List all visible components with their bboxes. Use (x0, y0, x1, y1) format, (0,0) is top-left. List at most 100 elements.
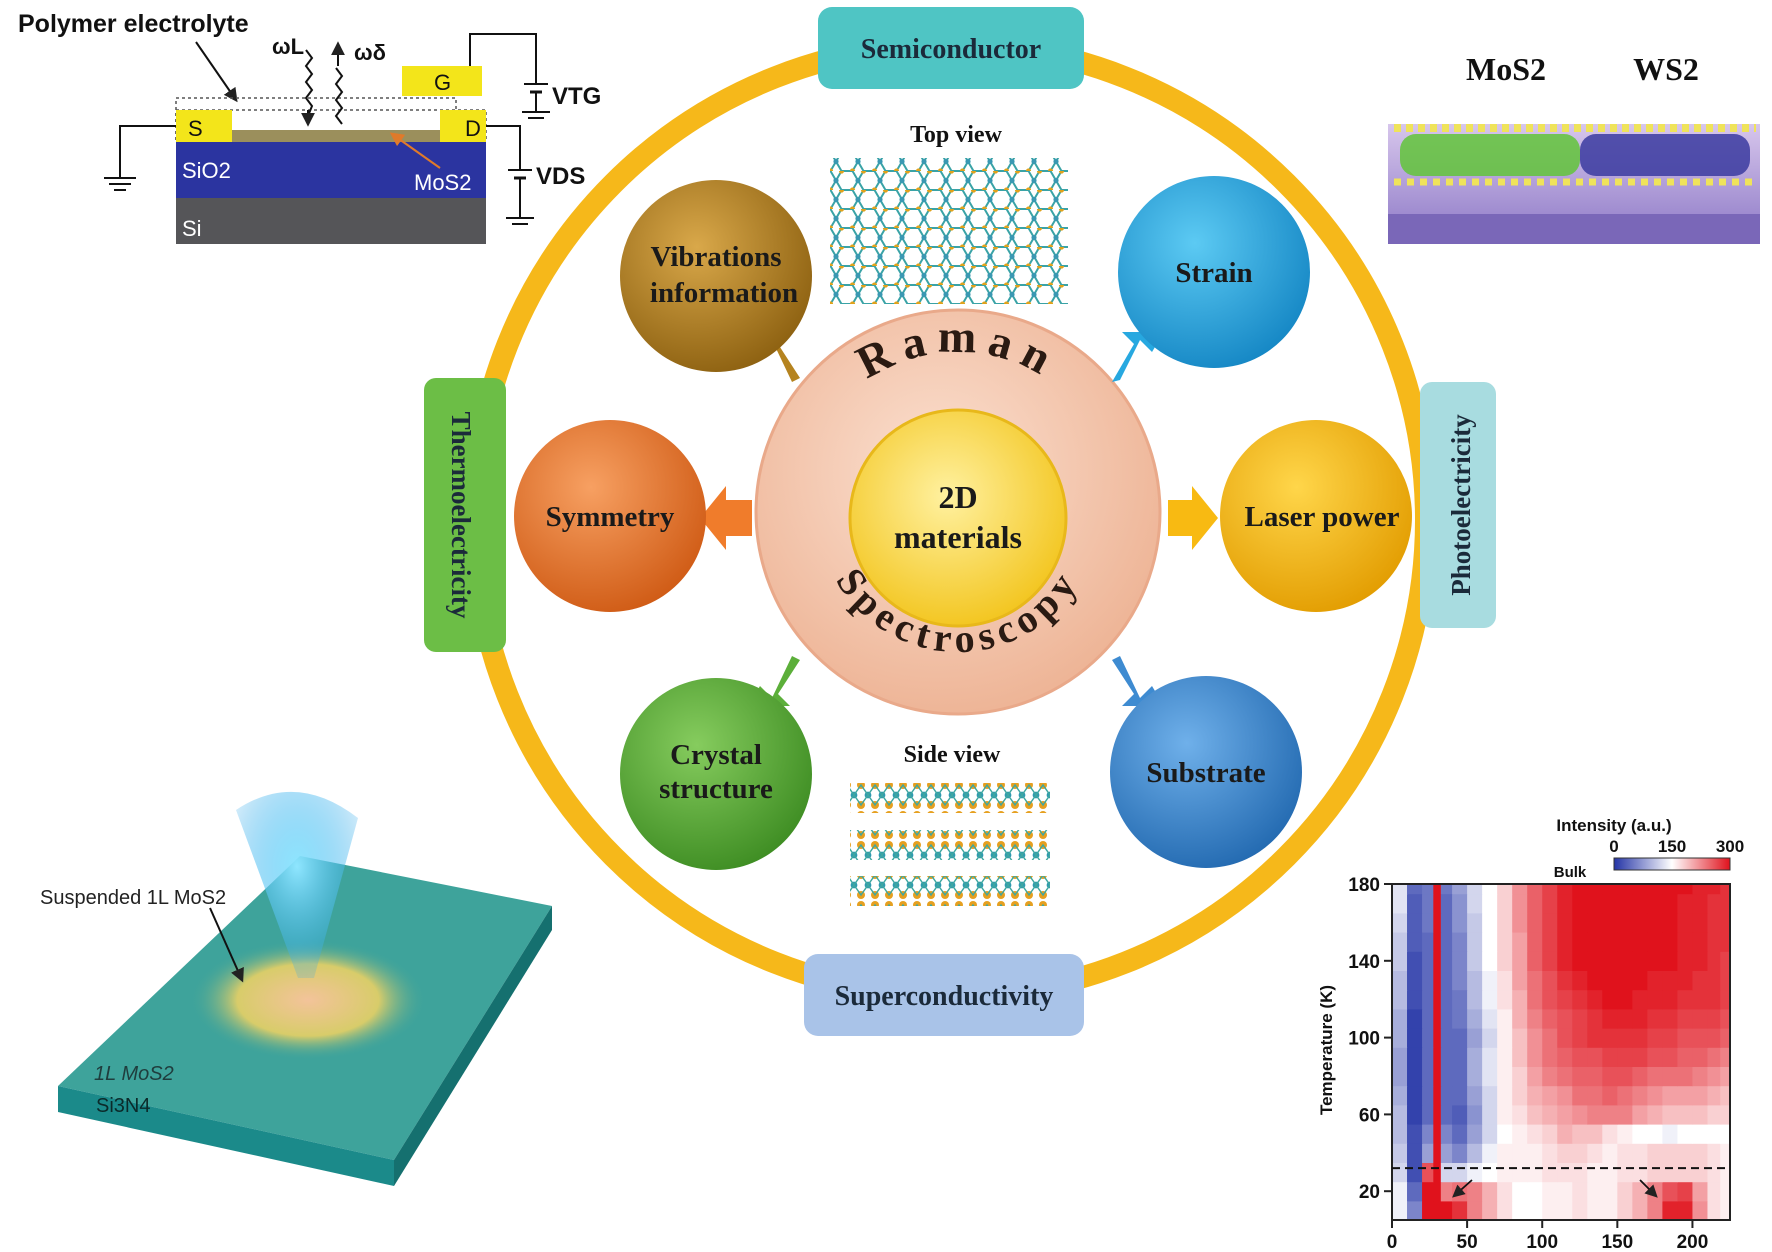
y-tick-label: 100 (1348, 1029, 1380, 1050)
scattered-wave (334, 67, 344, 125)
heatmap-cell (1557, 912, 1573, 933)
heatmap-cell (1440, 893, 1453, 914)
heatmap-cell (1557, 1104, 1573, 1125)
heatmap-cell (1632, 912, 1648, 933)
side-view-layer-2 (850, 830, 1050, 860)
heatmap-cell (1572, 1162, 1588, 1183)
heatmap-cell (1512, 932, 1528, 952)
heatmap-cell (1632, 951, 1648, 971)
heatmap-cell (1452, 1200, 1468, 1221)
suspended-panel: Suspended 1L MoS2 1L MoS2 Si3N4 (40, 791, 552, 1186)
heatmap-cell (1632, 1143, 1648, 1163)
heatmap-cell (1542, 970, 1558, 991)
heatmap-cell (1677, 989, 1694, 1010)
heatmap-cell (1497, 1200, 1513, 1221)
heatmap-cell (1677, 884, 1694, 895)
heatmap-cell (1392, 1066, 1408, 1087)
heatmap-cell (1440, 912, 1453, 933)
heatmap-cell (1440, 1047, 1453, 1067)
heatmap-cell (1440, 970, 1453, 991)
heatmap-cell (1512, 884, 1528, 895)
heatmap-cell (1527, 884, 1543, 895)
heatmap-cell (1602, 1124, 1618, 1144)
heatmap-cell (1440, 1162, 1453, 1183)
heatmap-cell (1542, 1124, 1558, 1144)
heatmap-cell (1677, 1200, 1694, 1221)
x-tick-label: 0 (1387, 1232, 1398, 1252)
heatmap-cell (1497, 1162, 1513, 1183)
heatmap-cell (1407, 1143, 1423, 1163)
heatmap-cell (1632, 970, 1648, 991)
heatmap-cell (1392, 951, 1408, 971)
slab-side (394, 906, 552, 1186)
center-line1: 2D (938, 479, 977, 515)
heatmap-cell (1527, 1200, 1543, 1221)
heatmap-cell (1527, 1104, 1543, 1125)
heatmap-cell (1527, 893, 1543, 914)
heatmap-cell (1677, 1085, 1694, 1106)
heatmap-cell (1632, 1008, 1648, 1029)
heatmap-cell (1433, 1181, 1442, 1202)
heatmap-cells (1392, 884, 1731, 1221)
suspended-label: Suspended 1L MoS2 (40, 887, 226, 909)
heatmap-cell (1662, 1028, 1679, 1048)
x-tick-label: 100 (1526, 1232, 1558, 1252)
heatmap-cell (1527, 1008, 1543, 1029)
heatmap-cell (1512, 1181, 1528, 1202)
heatmap-cell (1707, 1008, 1721, 1029)
heatmap-cell (1692, 1200, 1709, 1221)
heatmap-cell (1422, 1028, 1434, 1048)
heatmap-cell (1422, 912, 1434, 933)
colorbar-tick-label: 150 (1658, 837, 1686, 856)
substrate-label: Substrate (1146, 757, 1265, 789)
heatmap-cell (1467, 1162, 1483, 1183)
heatmap-cell (1527, 1124, 1543, 1144)
heatmap-cell (1527, 989, 1543, 1010)
heatmap-cell (1497, 1066, 1513, 1087)
heatmap-cell (1422, 893, 1434, 914)
heatmap-cell (1422, 1181, 1434, 1202)
heatmap-cell (1542, 1008, 1558, 1029)
heatmap-cell (1392, 1008, 1408, 1029)
gate-label: G (434, 70, 451, 95)
heatmap-cell (1647, 884, 1663, 895)
heatmap-cell (1677, 1181, 1694, 1202)
heatmap-cell (1572, 893, 1588, 914)
heatmap-cell (1452, 884, 1468, 895)
heatmap-cell (1662, 1181, 1679, 1202)
heatmap-cell (1542, 1104, 1558, 1125)
heatmap-cell (1617, 1162, 1633, 1183)
heatmap-cell (1632, 1200, 1648, 1221)
heatmap-cell (1602, 1200, 1618, 1221)
heatmap-cell (1452, 1028, 1468, 1048)
heatmap-cell (1467, 1200, 1483, 1221)
heatmap-cell (1677, 970, 1694, 991)
top-view-lattice (830, 158, 1068, 304)
heatmap-cell (1467, 1028, 1483, 1048)
heatmap-cell (1587, 1124, 1603, 1144)
photoelectricity-label: Photoelectricity (1446, 414, 1476, 596)
heatmap-cell (1632, 1181, 1648, 1202)
heatmap-cell (1392, 970, 1408, 991)
heatmap-cell (1572, 1047, 1588, 1067)
heatmap-cell (1392, 1181, 1408, 1202)
heatmap-cell (1720, 951, 1731, 971)
heatmap-cell (1602, 989, 1618, 1010)
heatmap-cell (1572, 1200, 1588, 1221)
heatmap-cell (1392, 1104, 1408, 1125)
heatmap-cell (1662, 1066, 1679, 1087)
heatmap-cell (1527, 1028, 1543, 1048)
heatmap-cell (1647, 951, 1663, 971)
heatmap-cell (1542, 1162, 1558, 1183)
mos2-label: MoS2 (414, 170, 471, 195)
heatmap-cell (1617, 893, 1633, 914)
thermoelectricity-label: Thermoelectricity (446, 412, 476, 619)
heatmap-cell (1512, 1200, 1528, 1221)
heatmap-cell (1602, 951, 1618, 971)
heatmap-cell (1707, 1162, 1721, 1183)
x-tick-label: 50 (1457, 1232, 1478, 1252)
heatmap-cell (1452, 970, 1468, 991)
layer-label: 1L MoS2 (94, 1063, 174, 1085)
heatmap-cell (1422, 989, 1434, 1010)
